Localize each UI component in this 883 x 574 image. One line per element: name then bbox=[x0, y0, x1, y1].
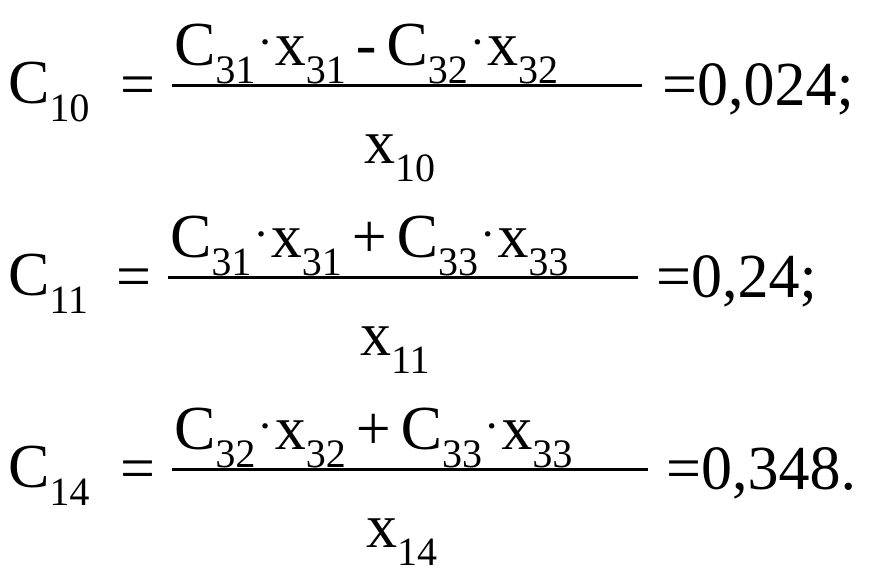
num-term-subscript: 32 bbox=[518, 47, 559, 92]
operator-sign: + bbox=[355, 395, 391, 463]
num-term-symbol: x bbox=[270, 203, 302, 271]
num-term-subscript: 31 bbox=[301, 239, 342, 284]
fraction-denominator: x14 bbox=[366, 493, 437, 572]
fraction-bar bbox=[168, 276, 638, 279]
equals-sign: = bbox=[662, 51, 697, 119]
result-value: =0,024; bbox=[662, 54, 854, 116]
num-term-subscript: 33 bbox=[528, 239, 569, 284]
multiply-dot: · bbox=[484, 400, 500, 451]
fraction-bar bbox=[172, 84, 642, 87]
num-term-subscript: 33 bbox=[438, 239, 479, 284]
num-term-symbol: x bbox=[497, 203, 529, 271]
num-term-subscript: 31 bbox=[305, 47, 346, 92]
lhs-subscript: 11 bbox=[49, 277, 88, 322]
num-term-symbol: C bbox=[386, 11, 428, 79]
lhs-symbol: C bbox=[8, 49, 50, 117]
equation-c14: C14 = C32·x32+C33·x33 x14 =0,348. bbox=[0, 384, 883, 574]
den-subscript: 10 bbox=[395, 145, 435, 190]
fraction-numerator: C31·x31+C33·x33 bbox=[170, 203, 568, 282]
equals-sign: = bbox=[120, 51, 155, 119]
multiply-dot: · bbox=[480, 208, 496, 259]
num-term-subscript: 33 bbox=[532, 431, 573, 476]
num-term-symbol: x bbox=[501, 395, 533, 463]
lhs-variable: C11 bbox=[8, 241, 88, 320]
result-value: =0,348. bbox=[666, 438, 856, 500]
lhs-symbol: C bbox=[8, 433, 50, 501]
result-number: 0,024; bbox=[696, 51, 854, 119]
lhs-subscript: 14 bbox=[49, 469, 90, 514]
equation-c11: C11 = C31·x31+C33·x33 x11 =0,24; bbox=[0, 192, 883, 382]
equals-sign: = bbox=[116, 243, 151, 311]
lhs-subscript: 10 bbox=[49, 85, 90, 130]
equals-sign: = bbox=[120, 435, 155, 503]
den-symbol: x bbox=[366, 493, 397, 561]
fraction-bar bbox=[172, 468, 648, 471]
num-term-symbol: C bbox=[400, 395, 443, 463]
num-term-subscript: 33 bbox=[442, 431, 483, 476]
num-term-symbol: x bbox=[274, 11, 306, 79]
num-term-symbol: C bbox=[174, 395, 216, 463]
den-symbol: x bbox=[364, 109, 395, 177]
den-symbol: x bbox=[360, 301, 391, 369]
lhs-variable: C14 bbox=[8, 433, 89, 512]
operator-sign: + bbox=[351, 203, 387, 271]
operator-sign: - bbox=[355, 11, 377, 79]
lhs-symbol: C bbox=[8, 241, 50, 309]
den-subscript: 14 bbox=[397, 529, 437, 574]
result-number: 0,348. bbox=[700, 435, 856, 503]
lhs-variable: C10 bbox=[8, 49, 89, 128]
num-term-symbol: x bbox=[274, 395, 306, 463]
den-subscript: 11 bbox=[391, 337, 430, 382]
num-term-subscript: 31 bbox=[211, 239, 252, 284]
equation-c10: C10 = C31·x31-C32·x32 x10 =0,024; bbox=[0, 0, 883, 190]
equals-sign: = bbox=[656, 243, 691, 311]
multiply-dot: · bbox=[257, 16, 273, 67]
fraction-denominator: x10 bbox=[364, 109, 435, 188]
fraction-numerator: C31·x31-C32·x32 bbox=[174, 11, 558, 90]
result-number: 0,24; bbox=[690, 243, 817, 311]
num-term-subscript: 32 bbox=[215, 431, 256, 476]
num-term-symbol: C bbox=[396, 203, 439, 271]
multiply-dot: · bbox=[257, 400, 273, 451]
equals-sign: = bbox=[666, 435, 701, 503]
multiply-dot: · bbox=[469, 16, 486, 67]
fraction-denominator: x11 bbox=[360, 301, 430, 380]
fraction-numerator: C32·x32+C33·x33 bbox=[174, 395, 572, 474]
result-value: =0,24; bbox=[656, 246, 817, 308]
multiply-dot: · bbox=[253, 208, 269, 259]
num-term-subscript: 31 bbox=[215, 47, 256, 92]
num-term-symbol: x bbox=[487, 11, 519, 79]
num-term-subscript: 32 bbox=[305, 431, 346, 476]
num-term-symbol: C bbox=[174, 11, 216, 79]
num-term-symbol: C bbox=[170, 203, 212, 271]
num-term-subscript: 32 bbox=[427, 47, 468, 92]
